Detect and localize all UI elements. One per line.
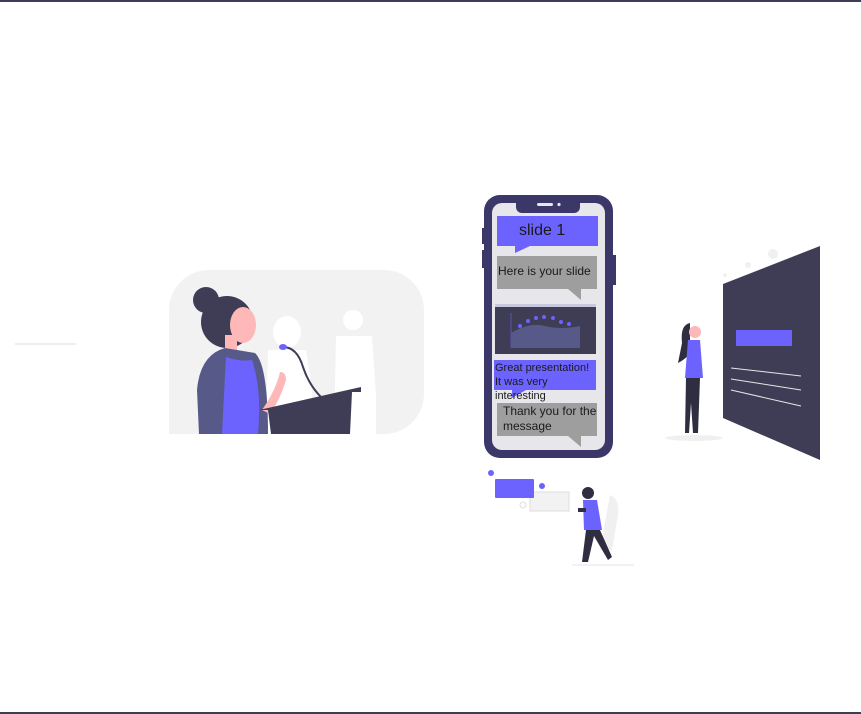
presenter-illustration: [169, 270, 424, 434]
slide-thumbnail: [495, 304, 596, 354]
bottom-border: [0, 712, 861, 714]
message-bubble-sent: Great presentation! It was very interest…: [495, 362, 590, 402]
walking-man-illustration: [488, 470, 634, 566]
message-bubble-sent: slide 1: [519, 222, 566, 239]
message-bubble-received: Thank you for the message: [503, 404, 597, 433]
top-border: [0, 0, 861, 2]
message-bubble-received: Here is your slide: [498, 264, 591, 278]
phone-illustration: [482, 195, 616, 458]
board-illustration: [665, 246, 820, 460]
